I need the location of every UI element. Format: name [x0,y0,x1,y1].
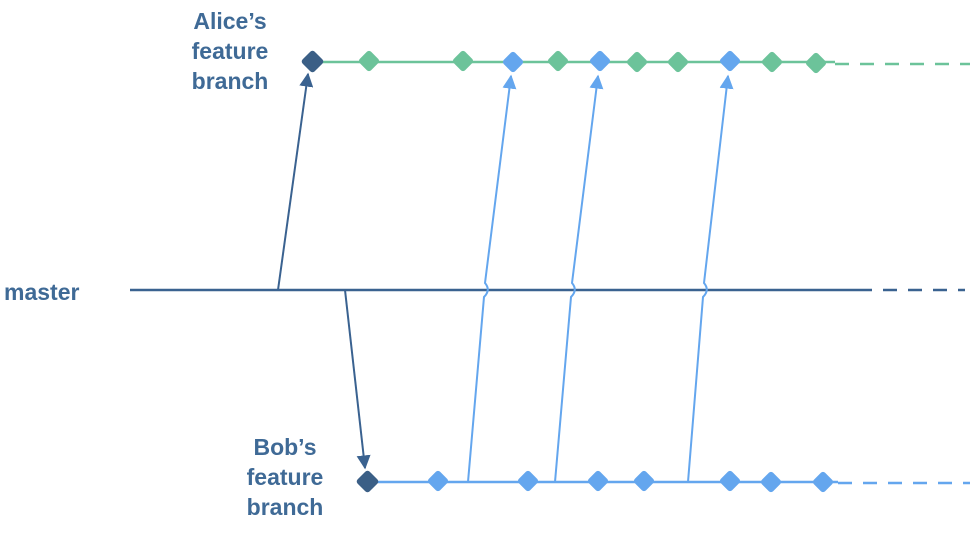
alice-commit [805,52,827,74]
alice-commit [547,50,569,72]
bob-branch-label: Bob’s feature branch [230,432,340,522]
merge-arrow-3 [687,74,734,483]
alice-label-line-1: Alice’s [193,8,267,34]
bob-label-line-1: Bob’s [253,434,317,460]
bob-commits [356,470,834,493]
bob-commit [719,470,741,492]
alice-merged-commit [719,50,741,72]
bob-branch-start-node [356,470,379,493]
alice-merged-commit [589,50,611,72]
bob-commit [812,471,834,493]
bob-commit [427,470,449,492]
alice-label-line-3: branch [191,68,269,94]
alice-branch-line [312,60,970,66]
bob-label-line-2: feature [246,464,324,490]
alice-branch-start-node [301,50,324,73]
branch-off-arrow-bob [344,289,371,470]
bob-commit [587,470,609,492]
merge-arrow-1 [467,74,517,483]
alice-commit [667,51,689,73]
alice-commits [301,50,827,74]
alice-commit [626,51,648,73]
merge-arrow-2 [554,74,604,483]
alice-label-line-2: feature [191,38,269,64]
bob-label-line-3: branch [246,494,324,520]
alice-commit [761,51,783,73]
master-label-text: master [4,279,80,305]
bob-commit [760,471,782,493]
bob-branch-line [368,480,970,485]
bob-commit [517,470,539,492]
master-label: master [0,277,108,307]
alice-branch-label: Alice’s feature branch [176,6,284,96]
branch-off-arrow-alice [277,72,314,291]
alice-commit [452,50,474,72]
bob-commit [633,470,655,492]
alice-merged-commit [502,51,524,73]
alice-commit [358,50,380,72]
